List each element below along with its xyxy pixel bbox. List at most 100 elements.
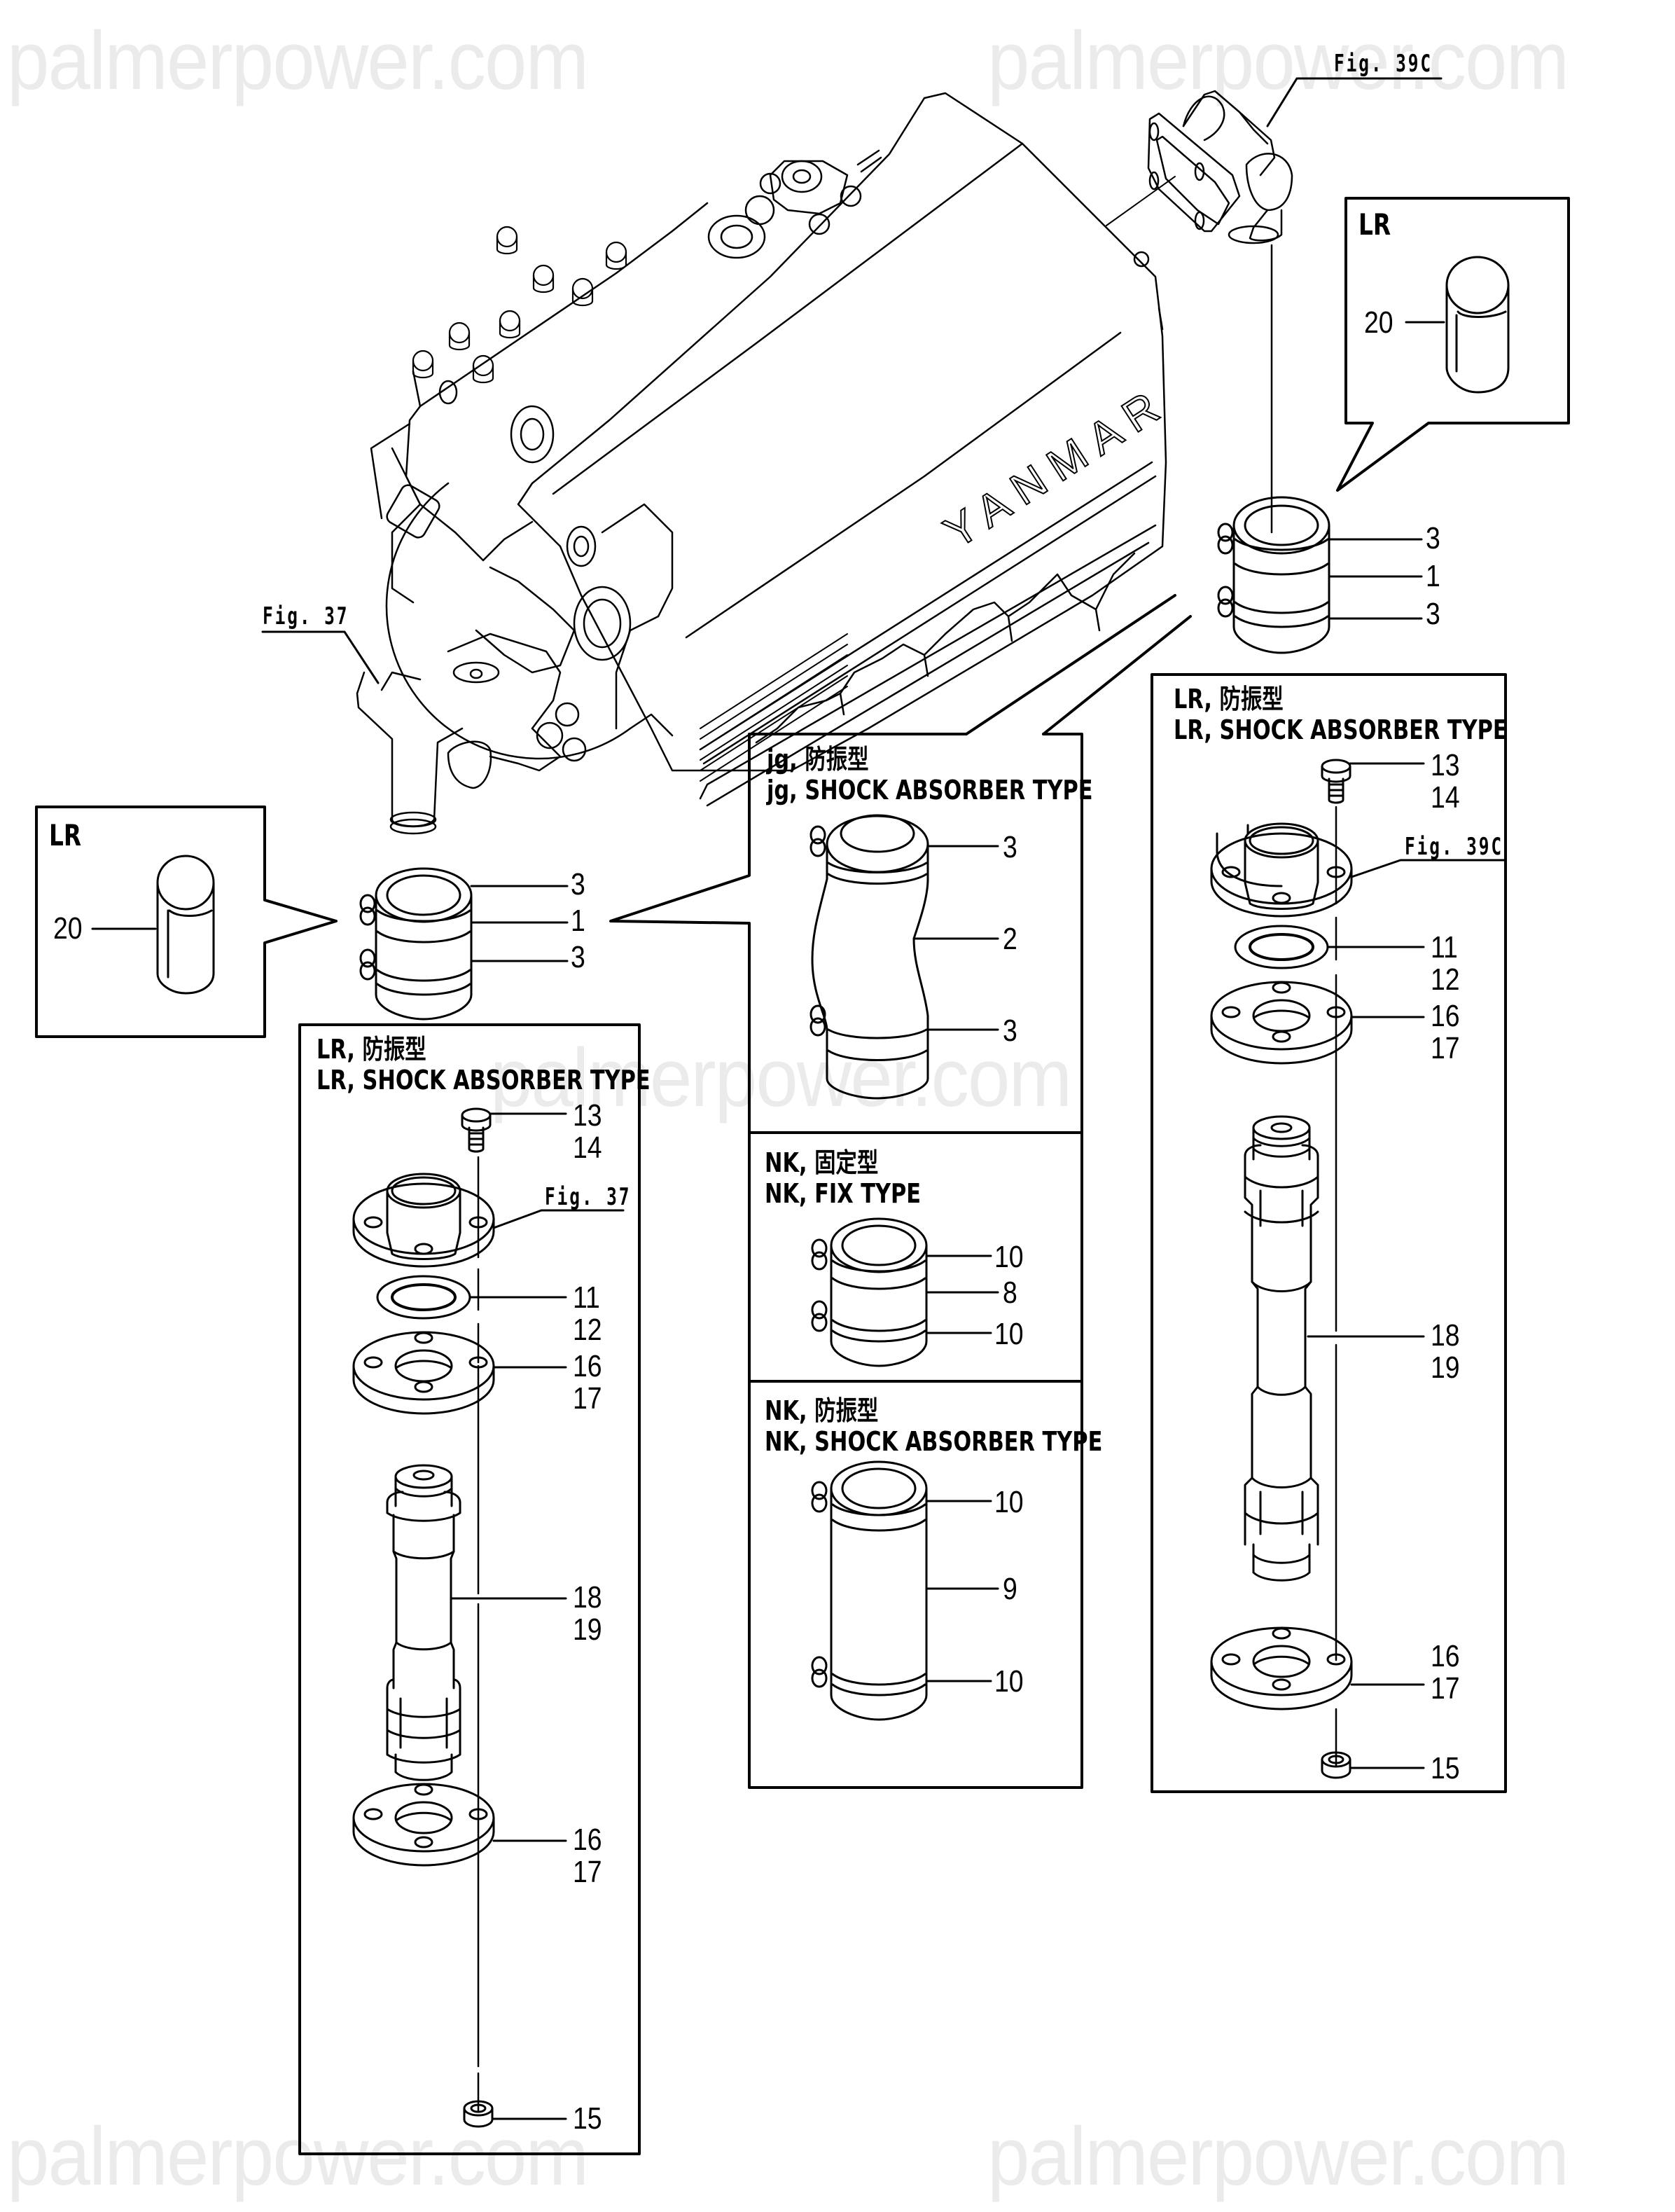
callout-number: 10 bbox=[994, 1317, 1024, 1351]
callout-17: 17 bbox=[573, 1381, 602, 1416]
callout-1[interactable]: 1 bbox=[571, 904, 585, 938]
nk-fix-title-jp: NK, 固定型 bbox=[765, 1147, 879, 1178]
nk-shock-title-jp: NK, 防振型 bbox=[765, 1395, 879, 1426]
callout-20-top-right[interactable]: 20 bbox=[1364, 307, 1393, 339]
sleeve-part-20-top-right bbox=[1405, 256, 1510, 394]
fig-39c-reference-inset[interactable]: Fig. 39C bbox=[1405, 833, 1503, 861]
callout-3[interactable]: 3 bbox=[571, 867, 585, 901]
watermark-bottom-right: palmerpower.com bbox=[987, 2110, 1569, 2203]
callout-19: 19 bbox=[1431, 1350, 1460, 1385]
callout-number: 15 bbox=[1431, 1751, 1460, 1785]
nk-fix-title: NK, 固定型 NK, FIX TYPE bbox=[765, 1147, 921, 1209]
hose-coupling-left bbox=[359, 867, 569, 1021]
callout-group-gasket-left[interactable]: 11 12 bbox=[573, 1282, 602, 1346]
fig-37-reference[interactable]: Fig. 37 bbox=[263, 602, 349, 630]
callout-group-left-coupling: 3 1 3 bbox=[571, 869, 585, 974]
callout-number: 8 bbox=[1003, 1276, 1017, 1310]
callout-number: 9 bbox=[1003, 1572, 1017, 1606]
lr-shock-left-title-jp: LR, 防振型 bbox=[317, 1034, 426, 1065]
jg-shock-title-jp: jg, 防振型 bbox=[767, 744, 869, 775]
nk-shock-title-en: NK, SHOCK ABSORBER TYPE bbox=[765, 1426, 1103, 1457]
lr-shock-parts-left bbox=[352, 1107, 625, 2128]
callout-15-left[interactable]: 15 bbox=[573, 2103, 602, 2135]
callout-20-left[interactable]: 20 bbox=[53, 913, 83, 945]
coupling-part-8 bbox=[811, 1217, 999, 1367]
lr-box-left-title: LR bbox=[49, 818, 82, 852]
callout-17: 17 bbox=[573, 1855, 602, 1889]
callout-group-right-coupling: 3 1 3 bbox=[1426, 523, 1440, 630]
callout-3[interactable]: 3 bbox=[1426, 597, 1440, 631]
callout-16: 16 bbox=[573, 1823, 602, 1857]
lr-shock-box-left-frame bbox=[298, 1023, 641, 2155]
lr-shock-parts-right bbox=[1210, 759, 1507, 1779]
callout-19: 19 bbox=[573, 1612, 602, 1647]
lr-box-top-right-title: LR bbox=[1358, 207, 1391, 242]
callout-number: 10 bbox=[994, 1240, 1024, 1274]
lr-shock-box-right-frame bbox=[1151, 673, 1507, 1793]
sleeve-part-20-left bbox=[91, 855, 215, 995]
nk-shock-title: NK, 防振型 NK, SHOCK ABSORBER TYPE bbox=[765, 1395, 1102, 1457]
jg-shock-title: jg, 防振型 jg, SHOCK ABSORBER TYPE bbox=[767, 744, 1093, 806]
callout-number: 15 bbox=[573, 2101, 602, 2136]
callout-17: 17 bbox=[1431, 1031, 1460, 1065]
callout-13: 13 bbox=[1431, 748, 1460, 782]
jg-shock-title-en: jg, SHOCK ABSORBER TYPE bbox=[767, 775, 1093, 806]
callout-10-nk-shock-top[interactable]: 10 bbox=[994, 1486, 1024, 1519]
callout-number: 2 bbox=[1003, 922, 1017, 956]
callout-9-nk-shock[interactable]: 9 bbox=[1003, 1573, 1017, 1605]
callout-group-flange-top-left[interactable]: 16 17 bbox=[573, 1350, 602, 1415]
callout-3[interactable]: 3 bbox=[571, 940, 585, 974]
fig-39c-reference[interactable]: Fig. 39C bbox=[1334, 50, 1433, 78]
callout-18: 18 bbox=[1431, 1318, 1460, 1353]
callout-2-jg[interactable]: 2 bbox=[1003, 923, 1017, 955]
callout-number: 10 bbox=[994, 1485, 1024, 1519]
callout-group-flange-top-right[interactable]: 16 17 bbox=[1431, 1000, 1460, 1065]
callout-10-nk-fix-top[interactable]: 10 bbox=[994, 1241, 1024, 1273]
callout-16: 16 bbox=[1431, 999, 1460, 1033]
nk-fix-title-en: NK, FIX TYPE bbox=[765, 1178, 922, 1209]
callout-3[interactable]: 3 bbox=[1426, 521, 1440, 555]
watermark-top-right: palmerpower.com bbox=[987, 15, 1569, 107]
callout-3-jg-top[interactable]: 3 bbox=[1003, 831, 1017, 864]
callout-group-bolt-left[interactable]: 13 14 bbox=[573, 1100, 602, 1164]
bent-hose-part-2 bbox=[809, 814, 999, 1100]
callout-13: 13 bbox=[573, 1098, 602, 1133]
callout-12: 12 bbox=[1431, 962, 1460, 997]
callout-number: 3 bbox=[1003, 830, 1017, 864]
callout-3-jg-bottom[interactable]: 3 bbox=[1003, 1015, 1017, 1047]
callout-number: 3 bbox=[1003, 1014, 1017, 1048]
callout-14: 14 bbox=[573, 1131, 602, 1165]
callout-group-pipe-left[interactable]: 18 19 bbox=[573, 1582, 602, 1646]
callout-group-flange-bottom-left[interactable]: 16 17 bbox=[573, 1824, 602, 1888]
callout-group-pipe-right[interactable]: 18 19 bbox=[1431, 1320, 1460, 1384]
callout-10-nk-shock-bottom[interactable]: 10 bbox=[994, 1666, 1024, 1698]
callout-11: 11 bbox=[1431, 930, 1458, 965]
callout-15-right[interactable]: 15 bbox=[1431, 1753, 1460, 1785]
watermark-bottom-left: palmerpower.com bbox=[7, 2110, 589, 2203]
straight-hose-part-9 bbox=[811, 1460, 999, 1721]
callout-group-flange-bottom-right[interactable]: 16 17 bbox=[1431, 1640, 1460, 1705]
callout-number: 10 bbox=[994, 1664, 1024, 1699]
callout-10-nk-fix-bottom[interactable]: 10 bbox=[994, 1318, 1024, 1350]
thermostat-housing-illustration bbox=[1106, 77, 1443, 534]
lr-shock-right-title-en: LR, SHOCK ABSORBER TYPE bbox=[1174, 714, 1508, 745]
lr-shock-right-title-jp: LR, 防振型 bbox=[1174, 684, 1284, 714]
callout-14: 14 bbox=[1431, 780, 1460, 815]
callout-number: 20 bbox=[1364, 305, 1393, 340]
lr-shock-right-title: LR, 防振型 LR, SHOCK ABSORBER TYPE bbox=[1174, 684, 1508, 745]
watermark-center: palmerpower.com bbox=[490, 1032, 1072, 1124]
callout-8-nk-fix[interactable]: 8 bbox=[1003, 1277, 1017, 1309]
callout-group-bolt-right[interactable]: 13 14 bbox=[1431, 749, 1460, 814]
fig-37-reference-inset[interactable]: Fig. 37 bbox=[545, 1183, 632, 1211]
engine-illustration bbox=[356, 92, 1167, 835]
callout-group-gasket-right[interactable]: 11 12 bbox=[1431, 932, 1460, 996]
callout-1[interactable]: 1 bbox=[1426, 559, 1440, 593]
lr-shock-left-title: LR, 防振型 LR, SHOCK ABSORBER TYPE bbox=[317, 1034, 651, 1095]
lr-box-top-right bbox=[1336, 197, 1570, 492]
callout-18: 18 bbox=[573, 1580, 602, 1615]
middle-box-frame bbox=[609, 733, 1083, 1789]
leader-fig-37 bbox=[261, 630, 380, 684]
hose-coupling-right bbox=[1217, 496, 1423, 654]
callout-12: 12 bbox=[573, 1313, 602, 1347]
